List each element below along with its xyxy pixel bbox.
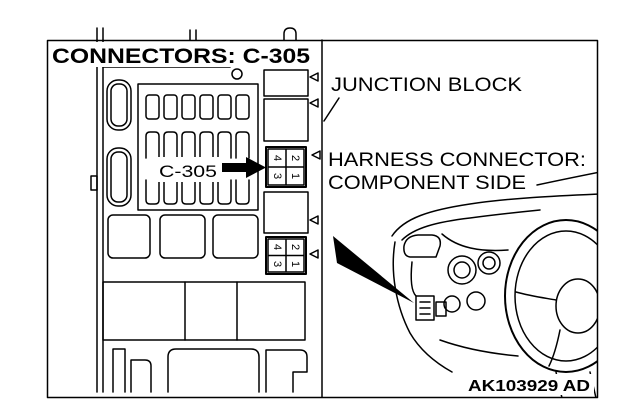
pointer-wedge bbox=[333, 236, 414, 303]
fuse-slot bbox=[181, 179, 196, 205]
fuse-slot bbox=[199, 94, 214, 120]
junction-block-label: JUNCTION BLOCK bbox=[331, 75, 522, 96]
arrow-shaft bbox=[222, 163, 248, 172]
fuse-slot bbox=[235, 179, 250, 205]
fuse-slot bbox=[235, 131, 250, 159]
fuse-slot bbox=[217, 131, 232, 159]
pin-number: 3 bbox=[271, 173, 283, 179]
dashboard-upper-contour-inner bbox=[401, 209, 541, 241]
gauge bbox=[447, 255, 477, 285]
fuse-slot bbox=[145, 179, 160, 205]
figure-code-background bbox=[464, 374, 594, 395]
fuse-slot bbox=[217, 179, 232, 205]
junction-socket bbox=[263, 98, 309, 142]
mounting-hole bbox=[231, 68, 243, 80]
pin-number: 1 bbox=[289, 173, 301, 179]
locator-triangle-icon bbox=[309, 215, 319, 225]
relay-slot-inner bbox=[110, 151, 128, 203]
gauge-inner bbox=[482, 256, 496, 270]
fuse-slot-row-top bbox=[145, 94, 250, 120]
meter-hood bbox=[441, 233, 509, 252]
component-side-label: COMPONENT SIDE bbox=[328, 173, 526, 194]
arrow-head bbox=[246, 157, 266, 178]
dashboard-illustration bbox=[333, 171, 597, 397]
steering-wheel-rim bbox=[504, 219, 597, 373]
dashboard-top-line bbox=[536, 171, 597, 186]
bracket-middle bbox=[167, 348, 260, 393]
pin-number: 2 bbox=[289, 155, 301, 161]
lower-socket-dividers bbox=[184, 281, 238, 341]
gauge bbox=[477, 251, 501, 275]
relay-socket bbox=[159, 214, 206, 259]
connector-c305: 4 2 3 1 bbox=[265, 146, 307, 188]
title-background bbox=[51, 42, 314, 67]
relay-slot bbox=[106, 147, 132, 207]
fuse-slot bbox=[163, 131, 178, 159]
connector-pin-grid bbox=[267, 148, 305, 186]
lower-socket-panel bbox=[102, 281, 306, 341]
fuse-slot bbox=[181, 94, 196, 120]
relay-slot-inner bbox=[110, 83, 128, 127]
switch-knob bbox=[466, 291, 486, 311]
fuse-slot-row-bottom bbox=[145, 179, 250, 205]
dashboard-left-panel bbox=[392, 241, 453, 373]
bracket-left bbox=[112, 348, 152, 393]
pin-number: 2 bbox=[289, 244, 301, 250]
fuse-block bbox=[137, 83, 259, 211]
fuse-slot bbox=[235, 94, 250, 120]
switch-knob bbox=[443, 295, 461, 313]
dashboard-lower-contour bbox=[439, 339, 519, 357]
callout-background bbox=[154, 157, 222, 182]
bracket-right bbox=[265, 349, 308, 393]
locator-triangle-icon bbox=[309, 249, 319, 259]
air-vent bbox=[403, 234, 442, 258]
locator-triangle-icon bbox=[309, 72, 319, 82]
harness-connector-label: HARNESS CONNECTOR: bbox=[328, 150, 586, 171]
pin-number: 4 bbox=[271, 155, 283, 161]
steering-wheel-spokes bbox=[515, 291, 561, 367]
connector-bracket bbox=[435, 301, 447, 317]
junction-block-top-stubs bbox=[96, 27, 297, 41]
junction-block-left-edge bbox=[96, 39, 104, 393]
dashboard-left-panel-inner bbox=[410, 261, 417, 297]
fuse-slot bbox=[199, 131, 214, 159]
side-notch bbox=[90, 175, 98, 191]
junction-block: 4 2 3 1 4 2 3 1 bbox=[90, 27, 323, 398]
fuse-slot bbox=[145, 94, 160, 120]
steering-wheel-hub bbox=[555, 278, 597, 334]
locator-triangles bbox=[309, 72, 321, 259]
fuse-slot bbox=[163, 94, 178, 120]
dashboard-upper-contour bbox=[391, 193, 597, 237]
junction-socket bbox=[263, 191, 309, 234]
junction-socket bbox=[263, 69, 309, 97]
gauge-inner bbox=[453, 261, 471, 279]
callout-label: C-305 bbox=[159, 162, 217, 181]
figure-code: AK103929 AD bbox=[468, 378, 590, 395]
fuse-slot bbox=[145, 131, 160, 159]
pin-number: 4 bbox=[271, 244, 283, 250]
fuse-slot-row-middle bbox=[145, 131, 250, 159]
relay-slot bbox=[106, 79, 132, 131]
diagram-title: CONNECTORS: C-305 bbox=[52, 45, 310, 68]
junction-block-leader-line bbox=[323, 97, 340, 122]
connector-lower: 4 2 3 1 bbox=[265, 236, 307, 275]
fuse-slot bbox=[163, 179, 178, 205]
relay-socket bbox=[107, 214, 151, 259]
fuse-slot bbox=[217, 94, 232, 120]
connector-pin-grid bbox=[267, 238, 305, 273]
harness-connector-detail bbox=[419, 301, 431, 315]
locator-triangle-icon bbox=[309, 98, 319, 108]
pin-number: 3 bbox=[271, 261, 283, 267]
callout-arrow-icon bbox=[222, 157, 266, 178]
steering-wheel-rim-inner bbox=[514, 230, 597, 362]
fuse-slot bbox=[181, 131, 196, 159]
relay-socket bbox=[212, 214, 259, 259]
locator-triangle-icon bbox=[311, 150, 321, 160]
pin-number: 1 bbox=[289, 261, 301, 267]
fuse-slot bbox=[199, 179, 214, 205]
